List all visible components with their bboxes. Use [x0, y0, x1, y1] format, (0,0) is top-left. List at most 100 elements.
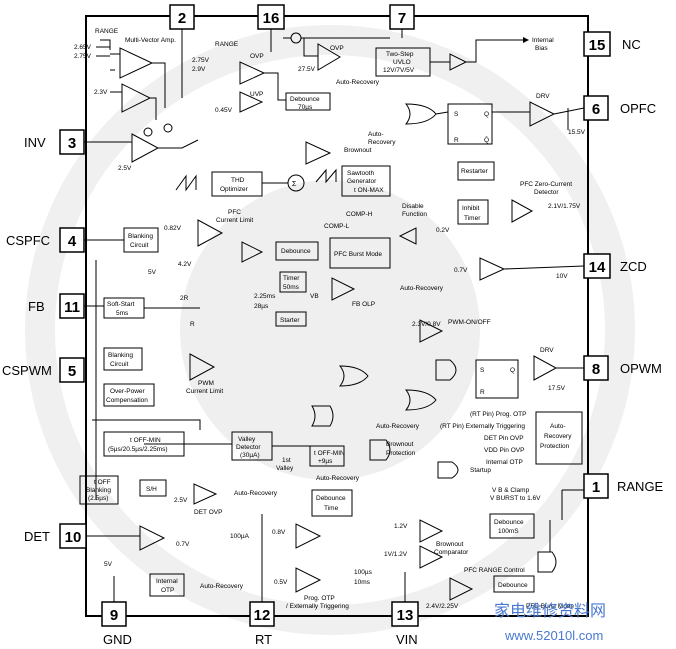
- pin-16: 16: [257, 4, 285, 30]
- svg-text:Compensation: Compensation: [106, 397, 148, 404]
- pin-3: 3 INV: [24, 129, 85, 155]
- svg-text:(RT Pin) Externally Triggering: (RT Pin) Externally Triggering: [440, 423, 525, 430]
- svg-text:Timer: Timer: [464, 215, 481, 222]
- svg-text:V B & Clamp: V B & Clamp: [492, 487, 530, 494]
- svg-text:PWM: PWM: [198, 380, 214, 387]
- svg-text:Soft-Start: Soft-Start: [107, 301, 135, 308]
- svg-text:CSPFC: CSPFC: [6, 233, 50, 248]
- svg-text:OTP: OTP: [161, 587, 174, 594]
- svg-text:2R: 2R: [180, 295, 189, 302]
- pin-13: 13 VIN: [391, 601, 419, 647]
- svg-text:INV: INV: [24, 135, 46, 150]
- svg-text:RANGE: RANGE: [617, 479, 664, 494]
- svg-text:Current Limit: Current Limit: [186, 388, 223, 395]
- svg-text:t OFF: t OFF: [94, 479, 111, 486]
- svg-text:2: 2: [178, 10, 186, 27]
- svg-text:4: 4: [68, 233, 77, 250]
- svg-text:1st: 1st: [282, 457, 291, 464]
- svg-text:VB: VB: [310, 293, 319, 300]
- fb-section: 5V Soft-Start 5ms 2R R Timer 50ms 2.25ms…: [84, 269, 444, 328]
- svg-text:Debounce: Debounce: [498, 582, 528, 589]
- svg-text:OPWM: OPWM: [620, 361, 662, 376]
- svg-text:Current Limit: Current Limit: [216, 217, 253, 224]
- svg-text:Protection: Protection: [386, 450, 416, 457]
- svg-text:5V: 5V: [148, 269, 157, 276]
- svg-text:Q̄: Q̄: [484, 136, 489, 144]
- svg-text:R: R: [454, 137, 459, 144]
- pin-1: 1 RANGE: [583, 473, 664, 499]
- svg-text:RANGE: RANGE: [95, 28, 119, 35]
- svg-text:COMP-H: COMP-H: [346, 211, 373, 218]
- svg-text:Auto-: Auto-: [550, 423, 566, 430]
- svg-text:(RT Pin) Prog. OTP: (RT Pin) Prog. OTP: [470, 411, 526, 418]
- svg-text:2.5V: 2.5V: [174, 497, 188, 504]
- svg-text:6: 6: [592, 101, 600, 118]
- site-watermark: 家电维修资料网 www.52010l.com: [494, 602, 606, 643]
- ovp-uvp-section: RANGE 2.75V 2.9V OVP UVP 0.45V Debounce …: [181, 29, 331, 114]
- svg-text:Q: Q: [484, 111, 489, 118]
- svg-text:S: S: [480, 367, 485, 374]
- svg-text:Blanking: Blanking: [108, 352, 133, 359]
- svg-text:100µs: 100µs: [354, 569, 373, 576]
- pin-5: 5 CSPWM: [2, 357, 85, 383]
- svg-text:Optimizer: Optimizer: [220, 186, 249, 193]
- svg-text:PFC Zero-Current: PFC Zero-Current: [520, 181, 572, 188]
- svg-text:Recovery: Recovery: [544, 433, 572, 440]
- svg-text:13: 13: [397, 607, 414, 624]
- svg-text:NC: NC: [622, 37, 641, 52]
- svg-text:15: 15: [589, 37, 606, 54]
- rt-section: Auto-Recovery Debounce Time 100µA 0.8V 0…: [230, 475, 373, 610]
- svg-text:50ms: 50ms: [283, 284, 300, 291]
- svg-text:t ON-MAX: t ON-MAX: [354, 187, 384, 194]
- svg-text:DET OVP: DET OVP: [194, 509, 222, 516]
- svg-text:DRV: DRV: [536, 93, 550, 100]
- svg-text:Startup: Startup: [470, 467, 491, 474]
- pin-10: 10 DET: [24, 523, 87, 549]
- svg-text:12V/7V/5V: 12V/7V/5V: [383, 67, 415, 74]
- svg-text:Restarter: Restarter: [461, 168, 489, 175]
- interconnect-wires: [84, 141, 584, 602]
- svg-text:GND: GND: [103, 632, 132, 647]
- svg-text:Detector: Detector: [534, 189, 559, 196]
- svg-text:Generator: Generator: [347, 178, 377, 185]
- svg-text:t OFF-MIN: t OFF-MIN: [130, 437, 161, 444]
- svg-text:0.2V: 0.2V: [436, 227, 450, 234]
- svg-text:Inhibit: Inhibit: [462, 205, 480, 212]
- pin-7: 7: [389, 4, 415, 30]
- svg-text:www.52010l.com: www.52010l.com: [504, 628, 603, 643]
- svg-text:Time: Time: [324, 505, 339, 512]
- background-watermark: [25, 25, 635, 635]
- svg-text:28µs: 28µs: [254, 303, 269, 310]
- svg-text:PFC Burst Mode: PFC Burst Mode: [526, 603, 574, 610]
- svg-text:R: R: [480, 389, 485, 396]
- pin-9: 9 GND: [101, 601, 132, 647]
- svg-text:0.7V: 0.7V: [454, 267, 468, 274]
- cspfc-section: Blanking Circuit 0.82V PFC Current Limit…: [84, 209, 391, 269]
- svg-text:Debounce: Debounce: [316, 495, 346, 502]
- svg-text:2.9V: 2.9V: [192, 66, 206, 73]
- svg-text:/ Externally Triggering: / Externally Triggering: [286, 603, 349, 610]
- svg-text:THD: THD: [231, 177, 245, 184]
- svg-text:PWM-ON/OFF: PWM-ON/OFF: [448, 319, 491, 326]
- svg-text:DET Pin OVP: DET Pin OVP: [484, 435, 524, 442]
- svg-text:ZCD: ZCD: [620, 259, 647, 274]
- svg-text:2.3V: 2.3V: [94, 89, 108, 96]
- svg-text:1.2V: 1.2V: [394, 523, 408, 530]
- svg-text:Debounce: Debounce: [281, 248, 311, 255]
- pin-8: 8 OPWM: [583, 355, 662, 381]
- svg-text:S/H: S/H: [146, 486, 157, 493]
- thd-sawtooth-section: THD Optimizer Σ Sawtooth Generator t ON-…: [175, 131, 396, 197]
- svg-text:PFC Burst Mode: PFC Burst Mode: [334, 251, 382, 258]
- svg-text:DET: DET: [24, 529, 50, 544]
- pin-11: 11 FB: [28, 293, 85, 319]
- svg-text:7: 7: [398, 10, 406, 27]
- svg-text:4.2V: 4.2V: [178, 261, 192, 268]
- svg-text:Auto-Recovery: Auto-Recovery: [200, 583, 244, 590]
- svg-text:5V: 5V: [104, 561, 113, 568]
- svg-text:Two-Step: Two-Step: [386, 51, 414, 58]
- svg-text:OPFC: OPFC: [620, 101, 656, 116]
- svg-text:5: 5: [68, 363, 76, 380]
- svg-text:10ms: 10ms: [354, 579, 371, 586]
- svg-text:S: S: [454, 111, 459, 118]
- svg-text:1: 1: [592, 479, 600, 496]
